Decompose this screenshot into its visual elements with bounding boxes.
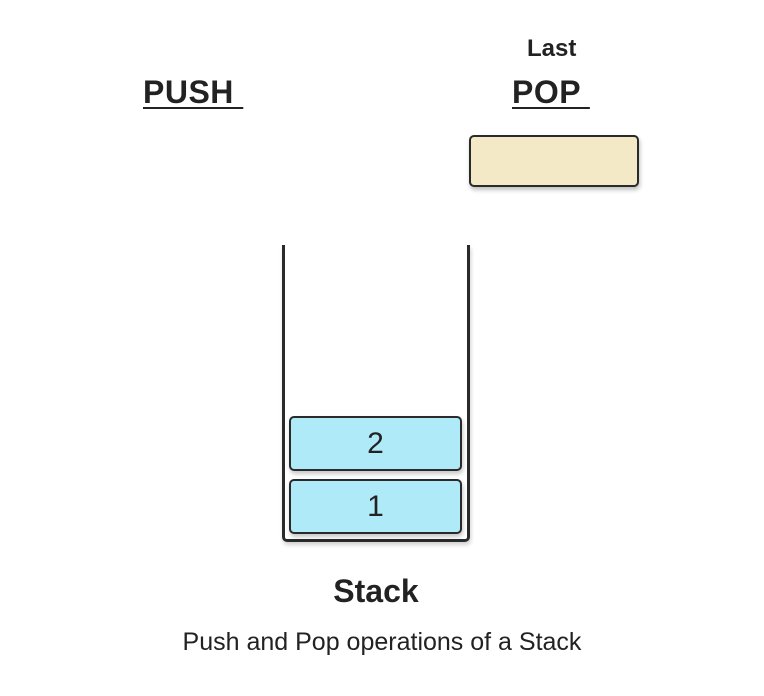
popped-element-box [469,135,639,187]
stack-container [282,245,470,542]
stack-item-bottom: 1 [289,479,462,534]
diagram-caption: Push and Pop operations of a Stack [182,628,582,656]
pop-heading: POP [512,74,590,110]
stack-title: Stack [333,573,419,609]
stack-item-top: 2 [289,416,462,471]
last-label: Last [527,35,577,62]
push-heading: PUSH [143,74,244,110]
